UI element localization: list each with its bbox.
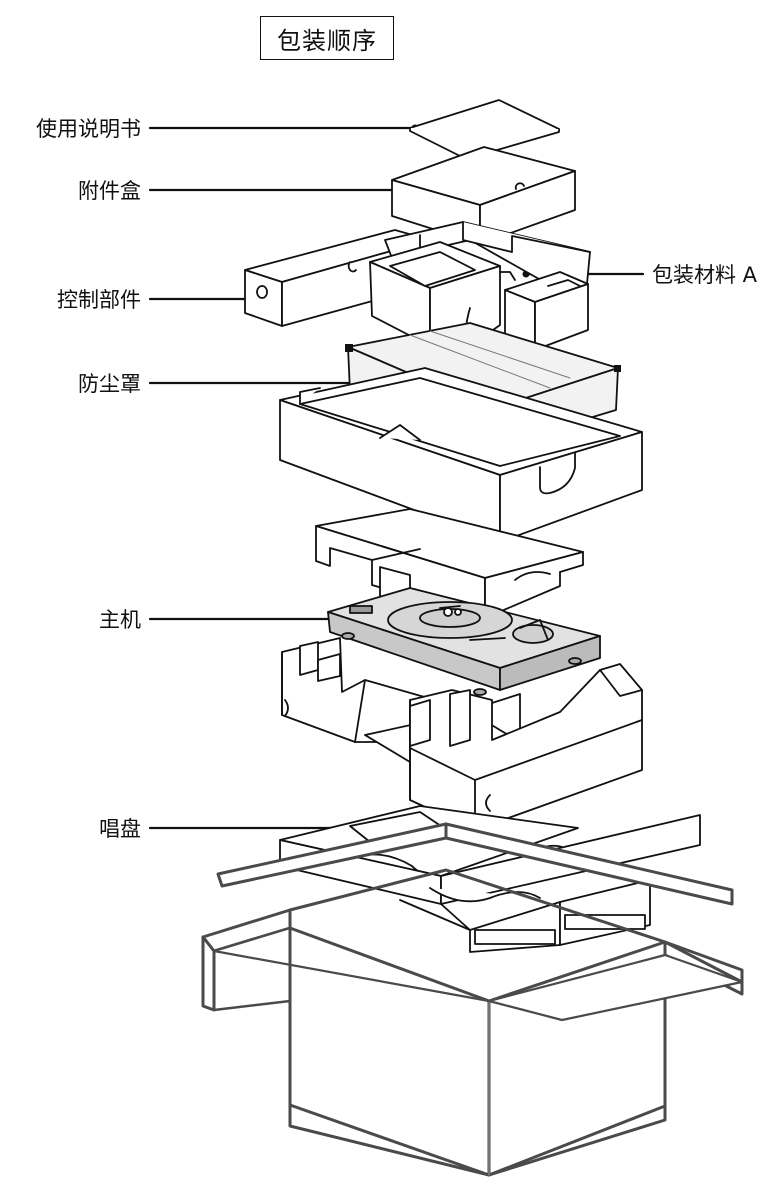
label-manual: 使用说明书 [36, 117, 141, 141]
label-dust-cover: 防尘罩 [78, 372, 141, 396]
main-unit [327, 587, 601, 696]
packing-material-a [369, 221, 591, 351]
lower-right-insert [409, 663, 643, 831]
label-main-unit: 主机 [99, 608, 141, 632]
label-packing-material-a: 包装材料 A [652, 263, 758, 287]
upper-tray [279, 367, 643, 543]
label-platter: 唱盘 [99, 817, 141, 841]
outer-carton [201, 822, 744, 1177]
label-control-parts: 控制部件 [57, 288, 141, 312]
page-title: 包装顺序 [260, 16, 394, 60]
label-accessory-box: 附件盒 [78, 179, 141, 203]
